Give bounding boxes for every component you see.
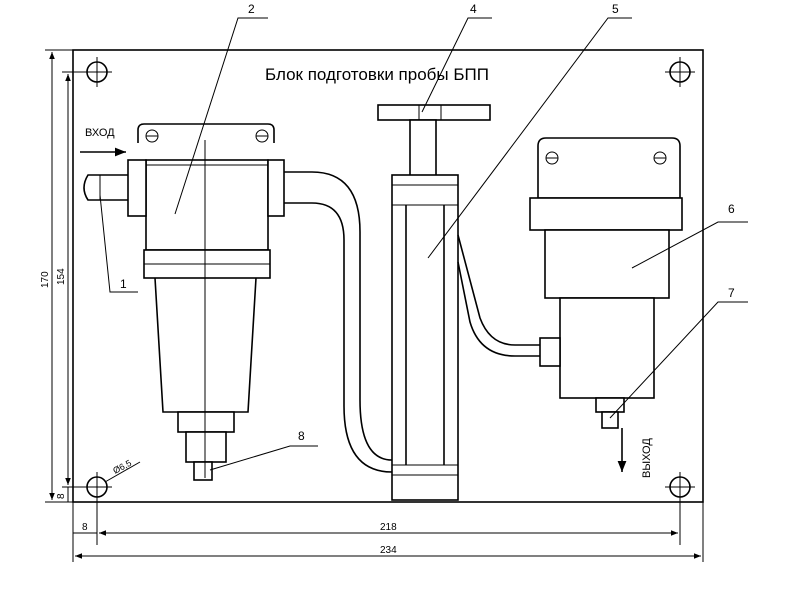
separator-assembly — [529, 137, 683, 429]
callout-1: 1 — [99, 194, 138, 293]
outlet-label: ВЫХОД — [641, 438, 653, 478]
filter-assembly — [83, 123, 285, 481]
callout-7: 7 — [609, 286, 748, 419]
callout-2: 2 — [174, 2, 268, 215]
pump-assembly — [377, 104, 491, 501]
dimension-bottom-offset-value: 8 — [56, 493, 67, 499]
hole-diameter-label: Ø6,5 — [111, 458, 133, 476]
callout-4: 4 — [421, 2, 492, 113]
dimension-total-width: 234 — [75, 545, 701, 559]
callout-1-number: 1 — [120, 277, 127, 291]
dimension-hole-span-horizontal: 218 — [99, 522, 678, 536]
dimension-total-height: 170 — [40, 52, 55, 500]
dimension-total-height-value: 170 — [40, 271, 51, 288]
callout-2-number: 2 — [248, 2, 255, 16]
dimension-left-offset-value: 8 — [82, 522, 88, 533]
mounting-hole-top-right — [665, 57, 695, 87]
inlet-label: ВХОД — [85, 127, 115, 139]
dimension-total-width-value: 234 — [380, 545, 397, 556]
inlet-indicator: ВХОД — [80, 127, 126, 157]
callout-6-number: 6 — [728, 202, 735, 216]
callout-5: 5 — [427, 2, 632, 259]
mounting-plate — [72, 49, 704, 503]
callout-7-number: 7 — [728, 286, 735, 300]
dimension-hole-span-horizontal-value: 218 — [380, 522, 397, 533]
drawing-title: Блок подготовки пробы БПП — [265, 65, 489, 84]
connecting-tube-right — [457, 234, 540, 346]
callout-5-number: 5 — [612, 2, 619, 16]
connecting-tube-right-inner — [457, 261, 540, 357]
callout-4-number: 4 — [470, 2, 477, 16]
callout-8-number: 8 — [298, 429, 305, 443]
connecting-tube-left-inner — [284, 202, 393, 473]
dimension-hole-span-vertical: 154 — [56, 74, 71, 485]
hole-diameter-callout: Ø6,5 — [104, 458, 141, 483]
callout-8: 8 — [209, 429, 318, 471]
connecting-tube-left — [284, 171, 393, 461]
dimension-bottom-offset: 8 — [56, 487, 69, 502]
dimension-left-offset: 8 — [73, 522, 97, 534]
callout-6: 6 — [631, 202, 748, 269]
outlet-indicator: ВЫХОД — [617, 428, 653, 478]
dimension-hole-span-vertical-value: 154 — [56, 268, 67, 285]
